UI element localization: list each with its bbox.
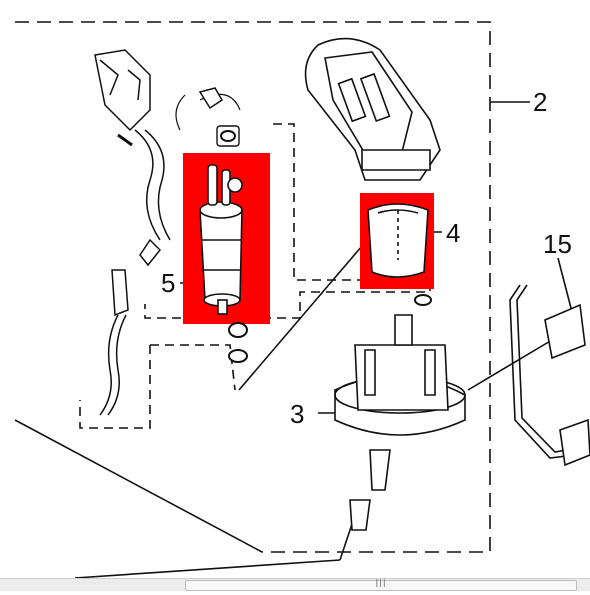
bottom-leader: [74, 559, 341, 579]
horizontal-scrollbar[interactable]: |||: [0, 578, 590, 591]
callout-15: 15: [543, 229, 572, 259]
callout-15-leader: [557, 257, 573, 313]
strainer-leader: [238, 245, 363, 391]
strainer-drawing: [367, 203, 429, 278]
fuel-pump-drawing: [199, 164, 243, 315]
base-assembly-drawing: [334, 314, 466, 531]
harness-dashed-bracket: [79, 345, 151, 429]
callout-3: 3: [290, 399, 304, 429]
callout-2: 2: [533, 87, 547, 117]
nozzle-leader: [339, 523, 353, 561]
left-diagonal-leader: [14, 419, 263, 553]
seal-dashed-bracket: [150, 344, 236, 391]
scrollbar-thumb[interactable]: |||: [185, 578, 577, 591]
scrollbar-grip: |||: [375, 578, 387, 587]
hose-to-base-leader: [467, 339, 553, 391]
wiring-harness-drawing: [94, 49, 241, 416]
fuel-tank-unit-drawing: [304, 37, 441, 181]
outer-dashed-boundary: [15, 21, 491, 553]
callout-4: 4: [446, 218, 460, 248]
seal-rings: [216, 125, 432, 363]
callout-5: 5: [161, 268, 175, 298]
fuel-hose-drawing: [509, 284, 590, 467]
